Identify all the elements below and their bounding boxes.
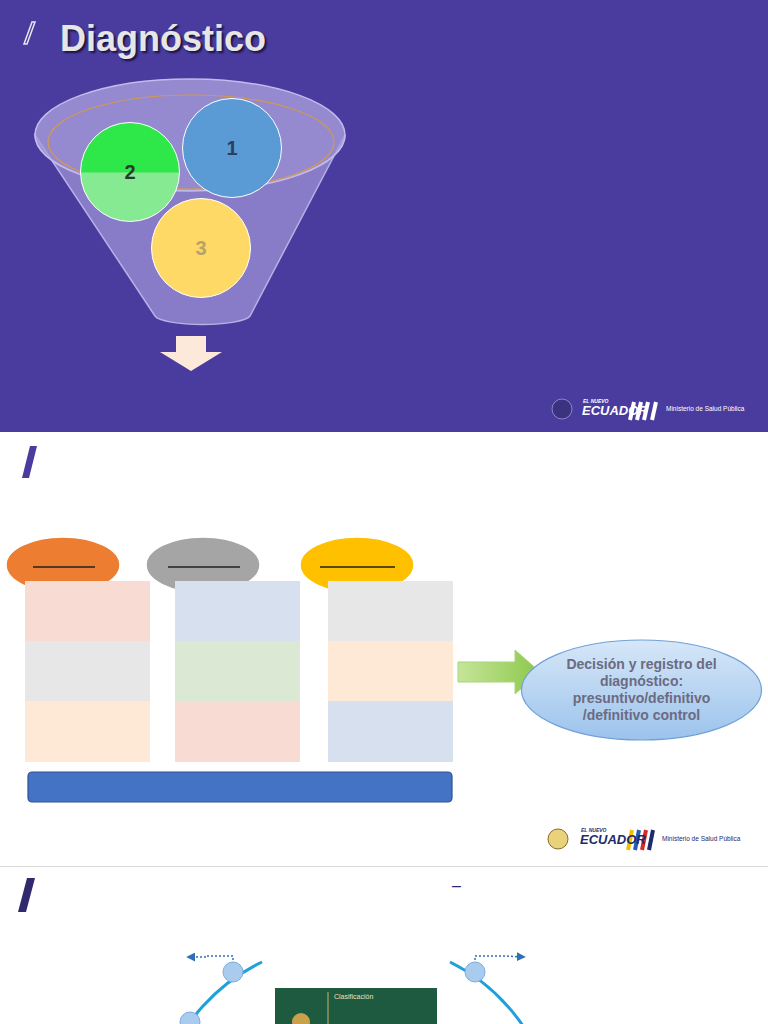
slide-ground: [0, 433, 768, 866]
stage-circle: 1: [182, 98, 282, 198]
cycle-dot: [180, 1012, 200, 1024]
down-arrow: [160, 336, 222, 371]
cycle-arc: [165, 962, 262, 1024]
stage-circle: 2: [80, 122, 180, 222]
slide-ground: [0, 0, 768, 432]
ministry-text: Ministerio de Salud Pública: [666, 406, 744, 413]
blank-lines: [33, 566, 395, 568]
slash-icon: [22, 446, 37, 478]
cycle-arc: [450, 962, 545, 1024]
slash-icon: [18, 878, 35, 912]
book-emblem: [292, 1013, 310, 1024]
callout-number: 2: [124, 160, 135, 184]
slash-icon: [24, 22, 35, 44]
callout-number: 3: [195, 236, 206, 260]
logo-footer: [552, 399, 656, 420]
cycle-dot: [465, 962, 485, 982]
slide-title: Diagnóstico: [60, 18, 266, 60]
book-rule: [328, 992, 329, 1024]
logo-footer: [548, 829, 653, 850]
column-cells: [25, 581, 453, 762]
decision-text: Decisión y registro del diagnóstico: pre…: [558, 656, 726, 723]
book-title: Clasificación: [334, 993, 373, 1000]
logo-text: ECUADOR: [580, 833, 646, 846]
base-bar: [28, 772, 452, 802]
stage-circle: 3: [151, 198, 251, 298]
ministry-text: Ministerio de Salud Pública: [662, 836, 740, 843]
slide-divider: [0, 866, 768, 867]
logo-text: ECUADOR: [582, 404, 648, 417]
callout-number: 1: [226, 136, 237, 160]
dash-mark: –: [452, 878, 461, 894]
cycle-dot: [223, 962, 243, 982]
decision-ellipse: Decisión y registro del diagnóstico: pre…: [519, 639, 764, 741]
